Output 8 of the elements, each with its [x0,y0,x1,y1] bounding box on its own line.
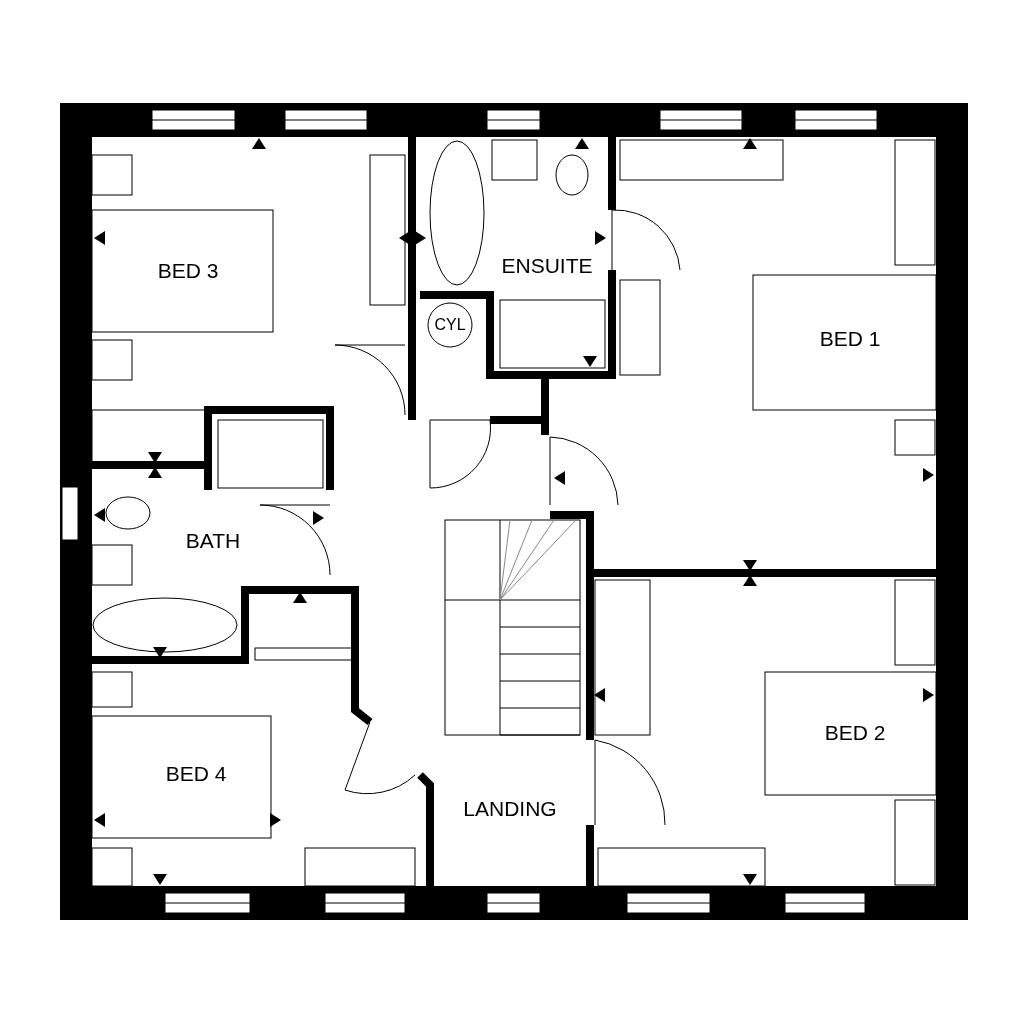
room-label: BED 2 [824,721,886,743]
room-label: BED 3 [157,259,219,281]
room-label: LANDING [463,797,557,819]
room-label: BED 1 [819,327,881,349]
room-label: BED 4 [165,762,227,784]
cylinder-label: CYL [434,317,466,333]
room-label: ENSUITE [501,254,593,276]
room-label: BATH [185,529,241,551]
